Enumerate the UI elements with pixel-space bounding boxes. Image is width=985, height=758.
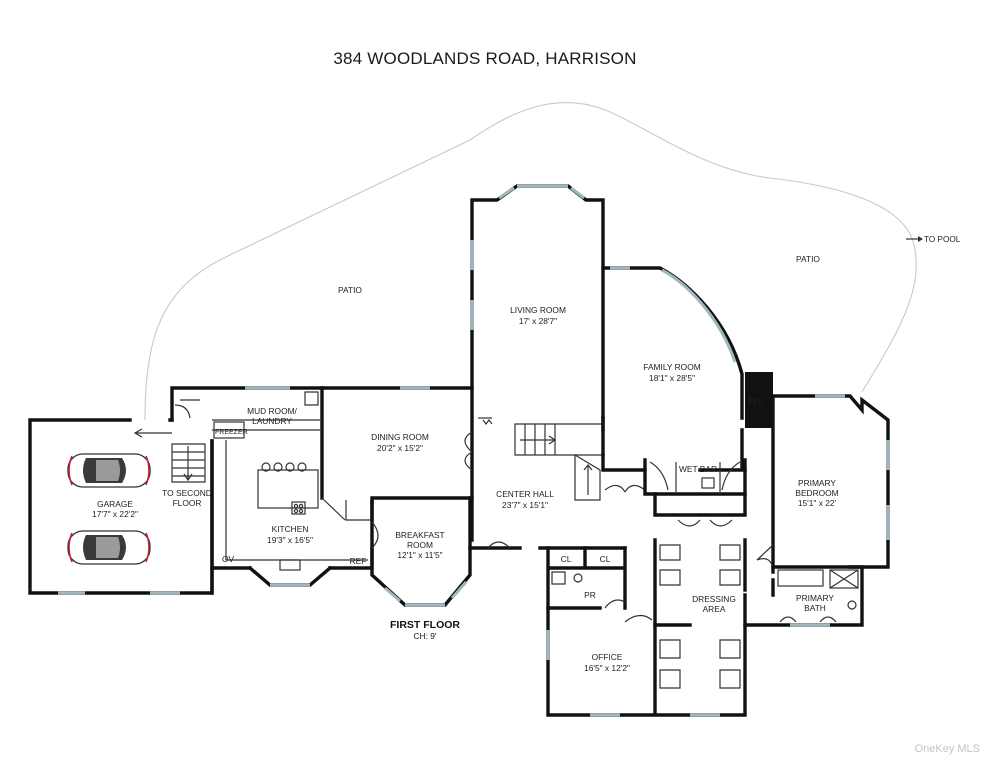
fireplace	[745, 372, 773, 428]
breakfast-room-dim: 12'1" x 11'5"	[397, 550, 442, 560]
closet-2-label: CL	[600, 554, 611, 564]
dining-room-walls	[320, 386, 474, 521]
stairs-to-second-floor	[171, 443, 206, 483]
primary-bath-label-1: PRIMARY	[796, 593, 834, 603]
center-hall-walls	[468, 416, 646, 550]
dressing-area-label-2: AREA	[703, 604, 726, 614]
floor-name: FIRST FLOOR	[390, 619, 460, 631]
mud-room-label-2: LAUNDRY	[252, 416, 292, 426]
patio-left-label: PATIO	[338, 285, 362, 295]
oven-label: OV	[222, 554, 235, 564]
car-icon	[67, 453, 151, 488]
refrigerator-label: REF	[350, 556, 367, 566]
office-dim: 16'5" x 12'2"	[584, 663, 630, 673]
living-room-walls	[470, 184, 605, 425]
to-pool-arrowhead	[918, 236, 923, 242]
family-room-dim: 18'1" x 28'5"	[649, 373, 695, 383]
dressing-area-label-1: DRESSING	[692, 594, 736, 604]
dining-room-label: DINING ROOM	[371, 432, 429, 442]
center-hall-dim: 23'7" x 15'1"	[502, 500, 548, 510]
family-room-walls	[601, 266, 773, 472]
primary-bedroom-label-2: BEDROOM	[795, 488, 838, 498]
family-room-label: FAMILY ROOM	[643, 362, 700, 372]
mud-room-label-1: MUD ROOM/	[247, 406, 297, 416]
living-room-dim: 17' x 28'7"	[519, 316, 557, 326]
freezer-label: FREEZER	[215, 429, 248, 436]
center-hall-label: CENTER HALL	[496, 489, 554, 499]
garage-label: GARAGE	[97, 499, 133, 509]
primary-bedroom-dim: 15'1" x 22'	[798, 498, 837, 508]
primary-bedroom-label-1: PRIMARY	[798, 478, 836, 488]
fireplace-label: FPL	[748, 396, 764, 406]
to-second-floor-label-1: TO SECOND	[162, 488, 212, 498]
plan-title: 384 WOODLANDS ROAD, HARRISON	[333, 49, 636, 68]
wet-bar-label: WET BAR	[679, 464, 717, 474]
living-room-label: LIVING ROOM	[510, 305, 566, 315]
to-second-floor-label-2: FLOOR	[173, 498, 202, 508]
ceiling-height: CH: 9'	[413, 631, 436, 641]
car-icon	[67, 530, 151, 565]
watermark: OneKey MLS	[915, 743, 980, 755]
patio-outline	[144, 102, 917, 421]
kitchen-label: KITCHEN	[272, 524, 309, 534]
breakfast-room-label-1: BREAKFAST	[395, 530, 444, 540]
breakfast-room-walls	[370, 496, 472, 607]
dressing-area-walls	[653, 492, 747, 627]
office-label: OFFICE	[592, 652, 623, 662]
wet-bar-walls	[643, 458, 747, 496]
breakfast-room-label-2: ROOM	[407, 540, 433, 550]
office-walls	[546, 606, 747, 717]
primary-bath-label-2: BATH	[804, 603, 826, 613]
powder-room-label: PR	[584, 590, 596, 600]
primary-bedroom-walls	[756, 394, 890, 597]
kitchen-dim: 19'3" x 16'5"	[267, 535, 313, 545]
primary-bath-walls	[743, 565, 864, 627]
closet-1-label: CL	[561, 554, 572, 564]
garage-dim: 17'7" x 22'2"	[92, 509, 138, 519]
patio-right-label: PATIO	[796, 254, 820, 264]
to-pool-label: TO POOL	[924, 235, 961, 244]
dining-room-dim: 20'2" x 15'2"	[377, 443, 423, 453]
